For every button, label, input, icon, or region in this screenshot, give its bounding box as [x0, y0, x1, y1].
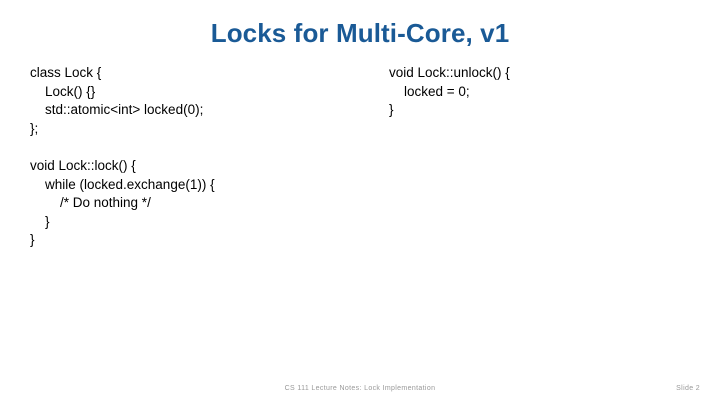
- code-left-line: }: [30, 213, 50, 229]
- code-right-line: locked = 0;: [389, 83, 470, 99]
- code-left-line: }: [30, 232, 35, 248]
- code-block-right: void Lock::unlock() { locked = 0;}: [389, 64, 689, 120]
- code-left-line: void Lock::lock() {: [30, 157, 136, 173]
- code-right-line: void Lock::unlock() {: [389, 65, 510, 80]
- code-left-line: class Lock {: [30, 65, 102, 80]
- code-left-line: Lock() {}: [30, 83, 96, 99]
- code-left-line: while (locked.exchange(1)) {: [30, 176, 215, 192]
- page-title: Locks for Multi-Core, v1: [210, 18, 510, 48]
- code-right-line: }: [389, 102, 394, 118]
- code-left-line: };: [30, 120, 39, 136]
- footer-course-label: CS 111 Lecture Notes: Lock Implementatio…: [284, 385, 436, 392]
- code-left-line: [30, 138, 370, 157]
- code-left-line: /* Do nothing */: [30, 195, 151, 211]
- code-block-left: class Lock { Lock() {} std::atomic<int> …: [30, 64, 370, 250]
- code-left-line: std::atomic<int> locked(0);: [30, 102, 204, 118]
- footer-slide-number: Slide 2: [676, 385, 700, 392]
